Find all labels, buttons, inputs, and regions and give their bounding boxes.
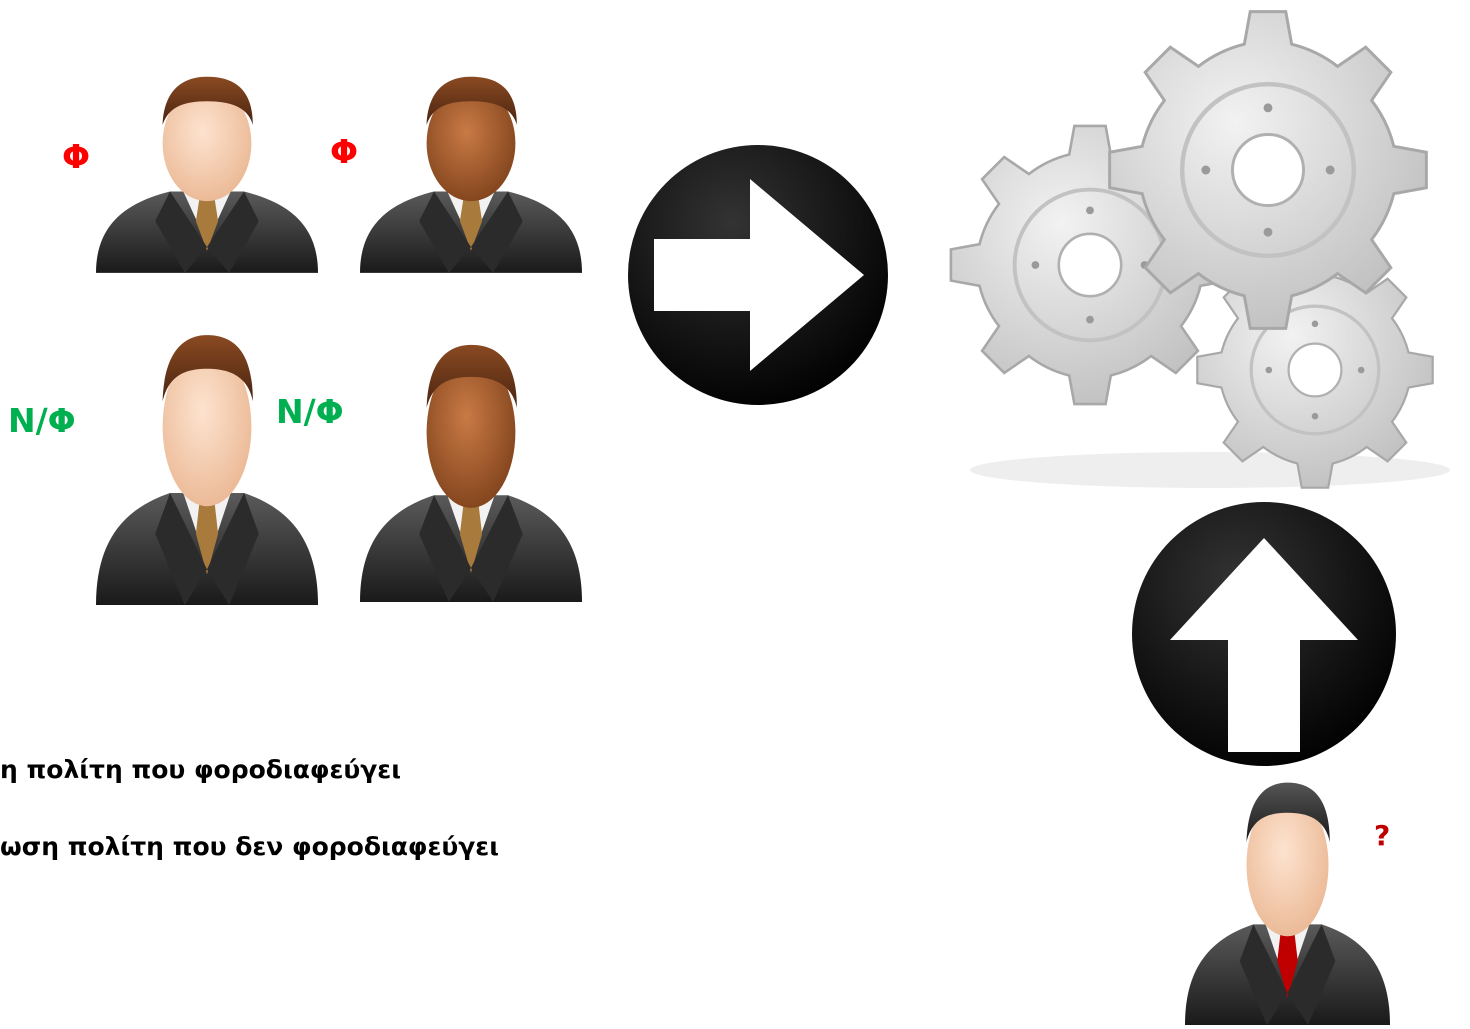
gears-icon bbox=[948, 0, 1450, 490]
label-evader-1: Φ bbox=[62, 137, 91, 176]
businessman-icon bbox=[1185, 782, 1390, 1025]
businessman-icon bbox=[360, 76, 582, 273]
label-nonevader-2: Ν/Φ bbox=[276, 392, 344, 431]
arrow-right bbox=[626, 143, 890, 407]
arrow-right-circle-icon bbox=[628, 145, 888, 405]
person-nonevader-dark bbox=[360, 340, 582, 602]
gears bbox=[948, 0, 1470, 495]
person-evader-light bbox=[96, 48, 318, 298]
arrow-up bbox=[1130, 500, 1398, 768]
label-nonevader-1: Ν/Φ bbox=[8, 401, 76, 440]
arrow-up-circle-icon bbox=[1132, 502, 1396, 766]
person-evader-dark bbox=[360, 48, 582, 298]
legend-line-2: ωση πολίτη που δεν φοροδιαφεύγει bbox=[0, 832, 499, 861]
label-unknown: ? bbox=[1374, 819, 1391, 852]
businessman-icon bbox=[96, 335, 318, 605]
label-evader-2: Φ bbox=[330, 132, 359, 171]
legend-line-1: η πολίτη που φοροδιαφεύγει bbox=[0, 755, 401, 784]
person-nonevader-light bbox=[96, 330, 318, 605]
businessman-icon bbox=[96, 76, 318, 273]
businessman-icon bbox=[360, 344, 582, 602]
person-unknown bbox=[1185, 778, 1390, 1025]
